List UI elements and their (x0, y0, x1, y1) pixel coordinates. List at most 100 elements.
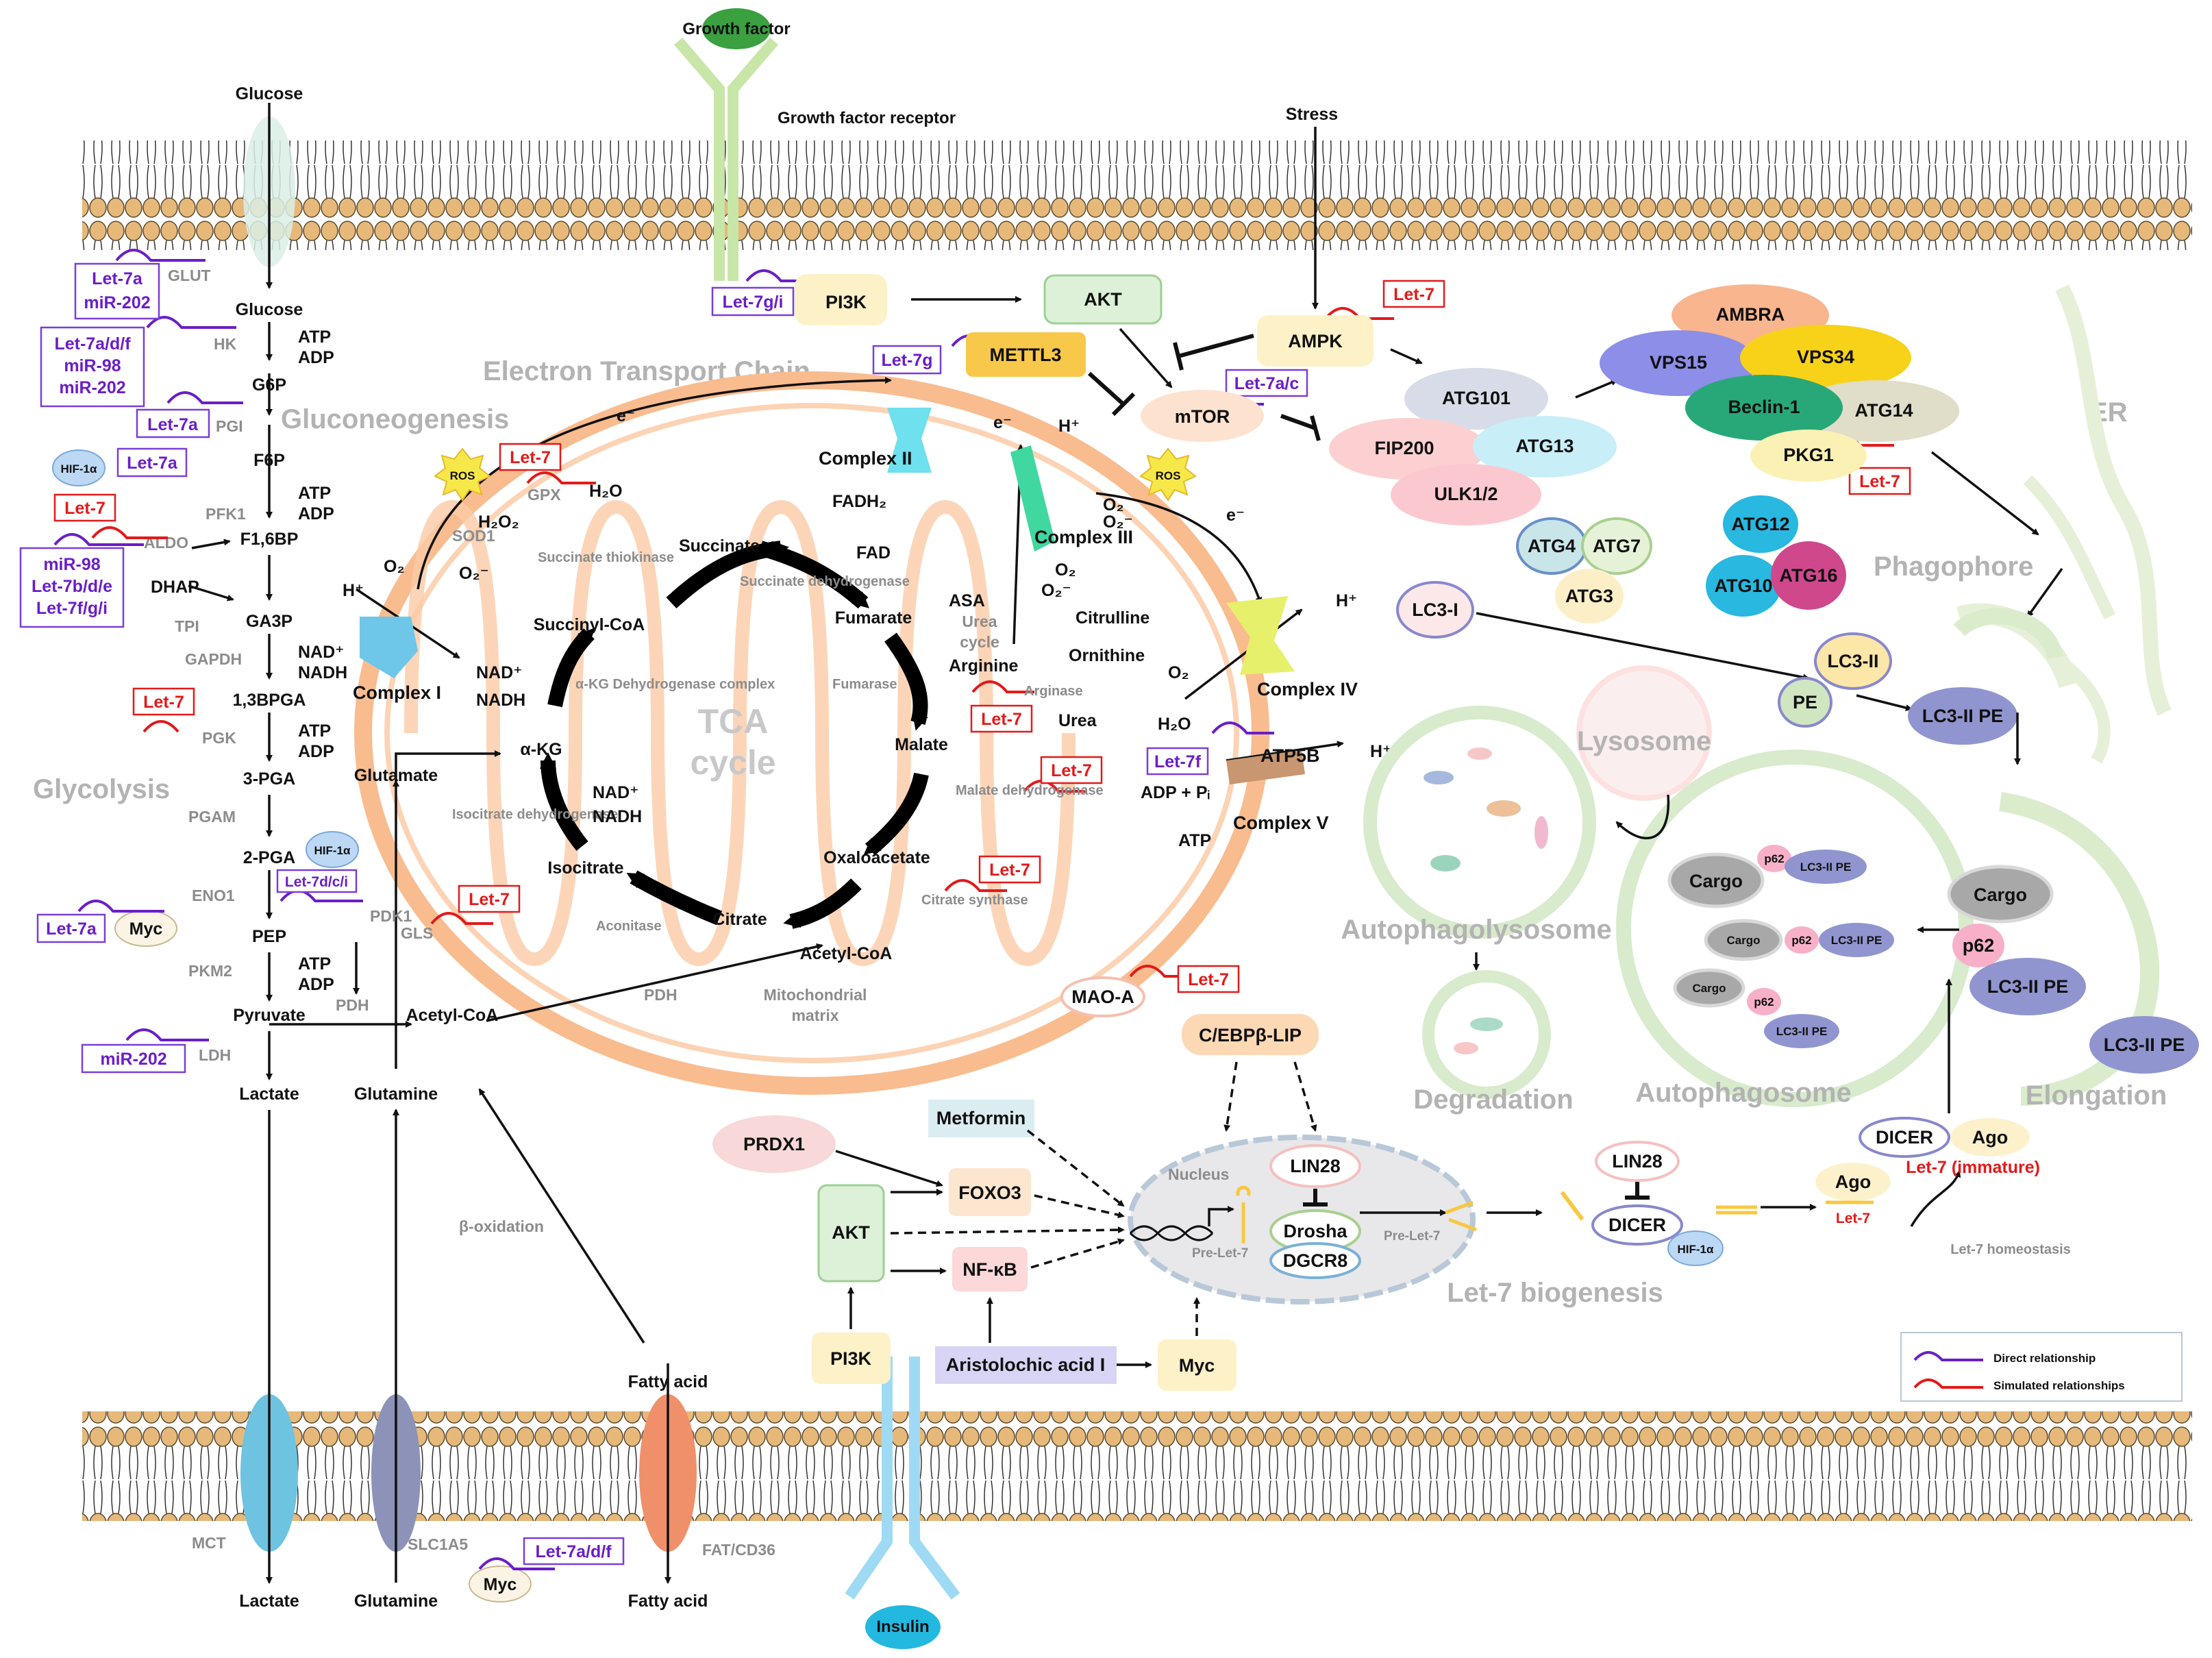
let7-ago: Let-7 (1836, 1211, 1870, 1226)
mito-matrix-1: Mitochondrial (764, 986, 867, 1004)
dicer-node-2 (1859, 1117, 1950, 1158)
complex-iv-label: Complex IV (1257, 679, 1358, 700)
mct-label: MCT (192, 1534, 226, 1552)
atp-2: ATP (298, 484, 331, 503)
succ-dh: Succinate dehydrogenase (740, 574, 910, 589)
p62-4 (1952, 924, 2004, 967)
isocitrate: Isocitrate (547, 858, 623, 878)
p62-2-label: p62 (1791, 934, 1811, 947)
dgcr8-label: DGCR8 (1283, 1250, 1348, 1271)
nadh-c1: NADH (476, 691, 525, 710)
let7g: Let-7g (882, 351, 933, 370)
ulk-node (1391, 464, 1541, 525)
mito-matrix-2: matrix (791, 1006, 838, 1024)
mir202-hk: miR-202 (59, 378, 125, 397)
hk-label: HK (214, 335, 237, 353)
foxo3-label: FOXO3 (958, 1183, 1021, 1203)
lc3ii-label: LC3-II (1827, 651, 1878, 671)
adp-2: ADP (298, 504, 334, 523)
pi3k-label-2: PI3K (830, 1348, 872, 1369)
gapdh-label: GAPDH (185, 650, 242, 668)
let7-gpx: Let-7 (510, 448, 551, 467)
let7adf-hk: Let-7a/d/f (54, 334, 131, 354)
nadh-1: NADH (298, 663, 347, 682)
nadh-akg: NADH (593, 807, 642, 826)
let7-arg-box (970, 704, 1033, 733)
atg101-node (1404, 368, 1548, 430)
atg16-node (1771, 541, 1846, 610)
akt-label: AKT (1084, 289, 1122, 310)
succinate: Succinate (679, 536, 760, 556)
let7dci: Let-7d/c/i (285, 874, 348, 890)
legend-simulated-glyph (1913, 1378, 1983, 1389)
let7ac-box (1225, 369, 1308, 397)
pgam-label: PGAM (188, 808, 236, 826)
glutamine-out: Glutamine (354, 1592, 438, 1611)
let7-immature: Let-7 (immature) (1906, 1158, 2040, 1177)
glutamine-in: Glutamine (354, 1085, 438, 1104)
phagophore-membrane (1953, 608, 2063, 660)
h-plus-3: H⁺ (1336, 591, 1357, 610)
lc3iipe-node-2 (1969, 958, 2086, 1015)
beclin-node (1685, 375, 1843, 441)
lin28-label-1: LIN28 (1290, 1156, 1341, 1176)
let7-gpx-box (499, 443, 562, 471)
let7-cs-box (978, 855, 1041, 884)
cargo-4 (1947, 865, 2054, 924)
growth-factor-receptor (673, 8, 779, 281)
f16bp-label: F1,6BP (240, 530, 299, 549)
atg7-label: ATG7 (1593, 536, 1641, 556)
atg101-label: ATG101 (1442, 388, 1511, 408)
mir98-hk: miR-98 (64, 356, 121, 375)
metformin-node (928, 1100, 1034, 1137)
ago-label-2: Ago (1972, 1127, 2008, 1148)
aristolochic-label: Aristolochic acid I (946, 1354, 1106, 1375)
pe-node (1778, 677, 1832, 728)
urea: Urea (1058, 711, 1097, 730)
ampk-mtor-inhibit (1173, 334, 1254, 371)
metformin-label: Metformin (936, 1108, 1026, 1128)
g6p-label: G6P (252, 375, 286, 395)
let7-maoa-box (1177, 965, 1240, 993)
tca-label-2: cycle (690, 743, 775, 782)
akgdh: α-KG Dehydrogenase complex (575, 677, 775, 692)
let7-homeostasis-label: Let-7 homeostasis (1950, 1242, 2071, 1257)
ros-burst-2 (1139, 447, 1197, 502)
let7g-box (872, 345, 942, 375)
mir98-group-1: miR-98 (43, 555, 100, 574)
ga3p-label: GA3P (246, 612, 293, 631)
let7-gls-box (458, 884, 521, 913)
bottom-membrane (82, 1411, 2192, 1521)
glut-label: GLUT (168, 267, 211, 284)
lc3iipe-small-3 (1764, 1014, 1839, 1048)
dicer-node-1 (1591, 1204, 1683, 1246)
atp-4: ATP (298, 954, 331, 974)
o2-f: O₂⁻ (1041, 581, 1071, 600)
pdh-mito: PDH (644, 986, 678, 1004)
akt-mtor-arrow (1119, 327, 1173, 388)
lin28-dicer-inhibit (1625, 1182, 1650, 1200)
pdk1-label: PDK1 (370, 907, 412, 925)
myc-label-1: Myc (129, 919, 163, 939)
o2-d: O₂ (1103, 495, 1124, 515)
e-1: e⁻ (617, 406, 635, 425)
mtor-ulk-inhibit (1280, 414, 1321, 441)
nad-akg: NAD⁺ (593, 783, 638, 802)
adp-pi: ADP + Pᵢ (1141, 783, 1210, 802)
ros-label-1: ROS (450, 469, 475, 482)
ornithine: Ornithine (1069, 646, 1145, 665)
atp-3: ATP (298, 721, 331, 741)
ampk-ulk-arrow (1390, 348, 1423, 364)
mir202-ldh: miR-202 (100, 1050, 166, 1069)
cargo-4-label: Cargo (1974, 884, 2027, 905)
arginase: Arginase (1024, 684, 1083, 699)
atg3-label: ATG3 (1565, 586, 1613, 606)
pi3k-label: PI3K (825, 292, 867, 312)
lc3i-node (1396, 581, 1474, 639)
ros-burst-1 (434, 447, 491, 502)
lc3iipe-node-1 (1908, 687, 2017, 745)
cargo-3 (1673, 968, 1745, 1008)
complex-ii-shape (887, 408, 932, 473)
atg10-label: ATG10 (1714, 576, 1772, 596)
